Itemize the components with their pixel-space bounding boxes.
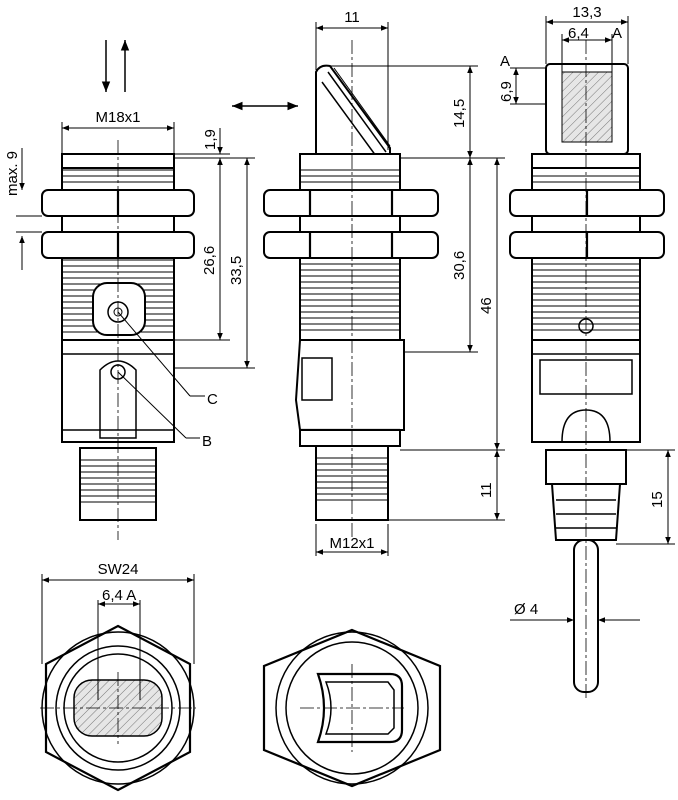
label-c: C xyxy=(207,391,218,408)
dim-30-6: 30,6 xyxy=(451,251,468,280)
cable-view-sensor xyxy=(509,40,665,700)
dim-26-6: 26,6 xyxy=(201,246,218,275)
front-face-view xyxy=(40,600,196,792)
side-view-dimensions: 11 14,5 30,6 46 11 M12x1 xyxy=(315,9,505,556)
front-view-sensor xyxy=(41,40,205,540)
dim-33-5: 33,5 xyxy=(228,256,245,285)
label-a-left: A xyxy=(500,53,510,70)
dim-6-9: 6,9 xyxy=(498,81,515,102)
label-a-top: A xyxy=(612,25,622,42)
front-face-dimensions: SW24 6,4 A xyxy=(41,561,195,664)
dim-6-4-top: 6,4 xyxy=(568,25,589,42)
dim-m18x1: M18x1 xyxy=(95,109,140,126)
side-thread-lines xyxy=(300,169,400,331)
front-view-dimensions: M18x1 max. 9 1,9 26,6 33,5 C B xyxy=(4,109,255,450)
dim-max-9: max. 9 xyxy=(4,151,21,196)
dim-11-top: 11 xyxy=(344,9,360,26)
dim-15: 15 xyxy=(649,491,666,508)
side-view-sensor xyxy=(263,40,439,540)
cable-view-dimensions: 13,3 6,4 A A 6,9 15 Ø 4 xyxy=(498,4,675,623)
dim-sw24: SW24 xyxy=(98,561,139,578)
rear-face-view xyxy=(262,628,442,788)
dim-46: 46 xyxy=(478,297,495,314)
dim-dia-4: Ø 4 xyxy=(514,601,538,618)
dim-6-4a-bottom: 6,4 A xyxy=(102,587,136,604)
dim-1-9: 1,9 xyxy=(202,129,219,150)
dim-14-5: 14,5 xyxy=(451,99,468,128)
dim-11-side: 11 xyxy=(478,482,495,498)
dim-m12x1: M12x1 xyxy=(329,535,374,552)
dim-13-3: 13,3 xyxy=(572,4,601,21)
label-b: B xyxy=(202,433,212,450)
